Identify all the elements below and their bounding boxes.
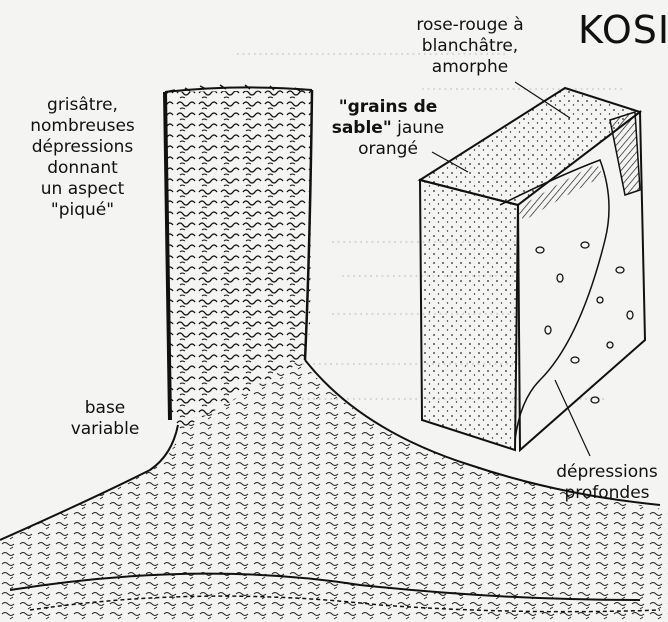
tree-surface-line-5: un aspect — [10, 179, 155, 200]
outer-layer-line-3: amorphe — [390, 57, 550, 78]
sand-grains-line-1: "grains de — [339, 97, 438, 117]
outer-layer-line-2: blanchâtre, — [390, 36, 550, 57]
deep-depressions-line-1: dépressions — [548, 462, 666, 483]
tree-surface-line-6: "piqué" — [10, 200, 155, 221]
sand-grains-line-2-rest: jaune — [392, 118, 445, 138]
outer-layer-label: rose-rouge à blanchâtre, amorphe — [390, 15, 550, 78]
base-line-2: variable — [55, 419, 155, 440]
sand-grains-line-3: orangé — [318, 139, 458, 160]
page-title: KOSIR — [578, 8, 668, 52]
base-line-1: base — [55, 398, 155, 419]
sand-grains-line-2-bold: sable" — [332, 118, 392, 138]
tree-surface-line-2: nombreuses — [10, 116, 155, 137]
base-label: base variable — [55, 398, 155, 440]
tree-surface-line-4: donnant — [10, 158, 155, 179]
tree-surface-label: grisâtre, nombreuses dépressions donnant… — [10, 95, 155, 221]
deep-depressions-line-2: profondes — [548, 483, 666, 504]
sand-grains-label: "grains de sable" jaune orangé — [318, 97, 458, 160]
tree-surface-line-1: grisâtre, — [10, 95, 155, 116]
tree-surface-line-3: dépressions — [10, 137, 155, 158]
outer-layer-line-1: rose-rouge à — [390, 15, 550, 36]
deep-depressions-label: dépressions profondes — [548, 462, 666, 504]
